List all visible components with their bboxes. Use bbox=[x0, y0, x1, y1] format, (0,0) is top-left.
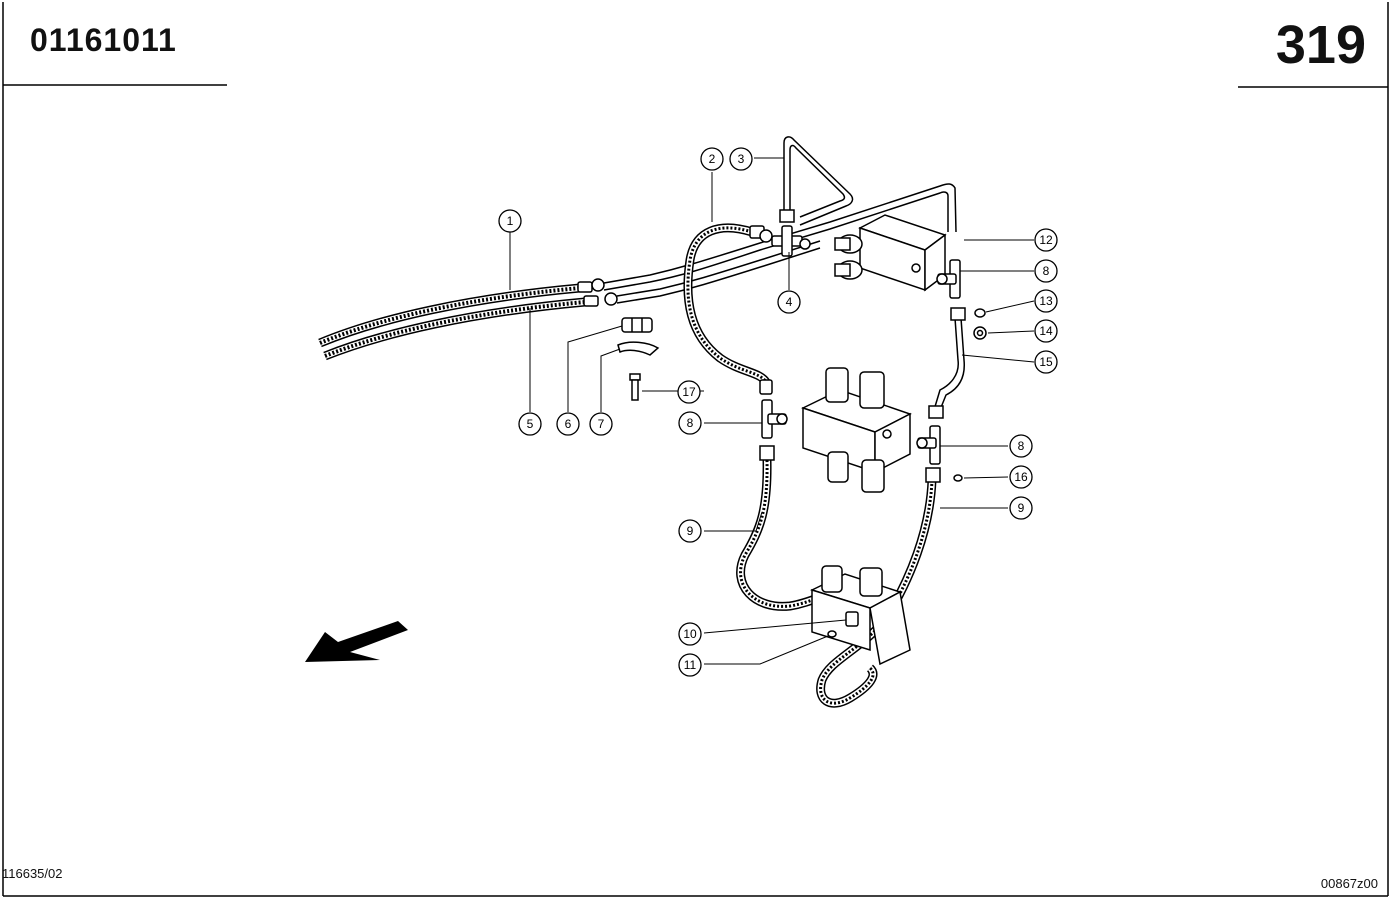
callouts: 1 2 3 4 5 6 7 8 8 8 9 9 10 11 12 13 14 1… bbox=[498, 147, 1058, 677]
footer-reference-code: 00867z00 bbox=[1320, 876, 1378, 891]
page-number: 319 bbox=[1275, 15, 1366, 75]
svg-text:15: 15 bbox=[1039, 355, 1053, 369]
hose-2-fittings bbox=[749, 225, 773, 395]
callout-12: 12 bbox=[1034, 228, 1058, 252]
tee-fitting-4 bbox=[771, 225, 811, 257]
hose-2 bbox=[683, 223, 770, 385]
svg-text:8: 8 bbox=[687, 416, 694, 430]
upper-valve-block bbox=[834, 214, 947, 292]
svg-text:6: 6 bbox=[565, 417, 572, 431]
direction-arrow bbox=[305, 621, 408, 662]
svg-text:13: 13 bbox=[1039, 294, 1053, 308]
leader-lines bbox=[509, 157, 1035, 665]
pipe-3-bend bbox=[779, 136, 854, 226]
svg-text:8: 8 bbox=[1018, 439, 1025, 453]
hose-end-fittings bbox=[577, 278, 618, 307]
callout-8-left: 8 bbox=[678, 411, 702, 435]
callout-4: 4 bbox=[777, 290, 801, 314]
svg-text:9: 9 bbox=[687, 524, 694, 538]
svg-text:10: 10 bbox=[683, 627, 697, 641]
rigid-pipes bbox=[603, 183, 957, 304]
callout-10: 10 bbox=[678, 622, 702, 646]
hose-5 bbox=[323, 297, 586, 361]
svg-text:7: 7 bbox=[598, 417, 605, 431]
clamp-parts bbox=[617, 317, 660, 401]
callout-8-upper: 8 bbox=[1034, 259, 1058, 283]
svg-text:5: 5 bbox=[527, 417, 534, 431]
callout-16: 16 bbox=[1009, 465, 1033, 489]
callout-9-left: 9 bbox=[678, 519, 702, 543]
footer-drawing-code: 116635/02 bbox=[2, 866, 63, 881]
callout-9-right: 9 bbox=[1009, 496, 1033, 520]
svg-text:4: 4 bbox=[786, 295, 793, 309]
callout-1: 1 bbox=[498, 209, 522, 233]
callout-17: 17 bbox=[677, 380, 701, 404]
callout-11: 11 bbox=[678, 653, 702, 677]
svg-text:3: 3 bbox=[738, 152, 745, 166]
hose-9-right bbox=[816, 467, 941, 708]
svg-text:1: 1 bbox=[507, 214, 514, 228]
callout-13: 13 bbox=[1034, 289, 1058, 313]
callout-5: 5 bbox=[518, 412, 542, 436]
svg-text:11: 11 bbox=[684, 658, 697, 672]
callout-3: 3 bbox=[729, 147, 753, 171]
svg-text:8: 8 bbox=[1043, 264, 1050, 278]
svg-text:14: 14 bbox=[1039, 324, 1053, 338]
tee-fitting-8-right bbox=[916, 425, 963, 482]
callout-2: 2 bbox=[700, 147, 724, 171]
lower-valve-block bbox=[809, 565, 911, 666]
pipe-15 bbox=[928, 307, 966, 419]
callout-14: 14 bbox=[1034, 319, 1058, 343]
svg-text:9: 9 bbox=[1018, 501, 1025, 515]
hose-1 bbox=[318, 283, 581, 348]
callout-8-right: 8 bbox=[1009, 434, 1033, 458]
tee-fitting-8-left bbox=[761, 399, 788, 439]
tee-fitting-8-upper bbox=[936, 259, 961, 299]
part-number-title: 01161011 bbox=[30, 22, 177, 58]
callout-15: 15 bbox=[1034, 350, 1058, 374]
svg-text:16: 16 bbox=[1014, 470, 1028, 484]
callout-6: 6 bbox=[556, 412, 580, 436]
svg-text:12: 12 bbox=[1039, 233, 1053, 247]
center-valve-block bbox=[801, 367, 912, 493]
svg-text:2: 2 bbox=[709, 152, 716, 166]
svg-text:17: 17 bbox=[682, 385, 696, 399]
parts-13-14 bbox=[973, 308, 987, 340]
callout-7: 7 bbox=[589, 412, 613, 436]
